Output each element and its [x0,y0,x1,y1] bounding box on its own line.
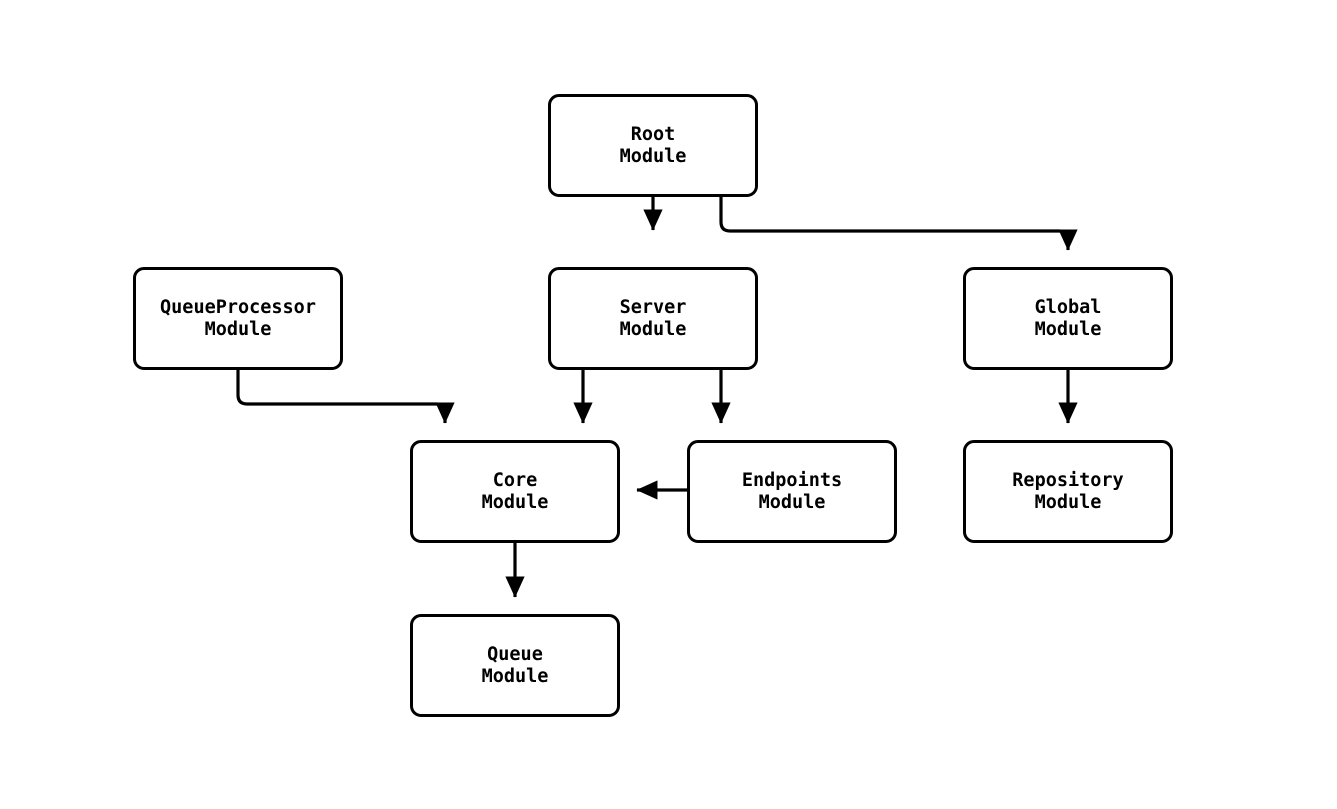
node-repository-line2: Module [1034,491,1102,513]
node-core-line1: Core [492,469,538,491]
node-global-line2: Module [1034,318,1102,340]
node-root[interactable]: Root Module [548,94,758,197]
edge-root-global [719,197,1078,251]
node-endpoints[interactable]: Endpoints Module [687,440,897,543]
node-server-line2: Module [619,318,687,340]
node-root-line2: Module [619,145,687,167]
node-queueprocessor-line2: Module [204,318,272,340]
edge-queueprocessor-core [236,370,455,424]
edges-group [236,197,1078,598]
node-root-line1: Root [630,123,676,145]
node-queueprocessor[interactable]: QueueProcessor Module [133,267,343,370]
node-global[interactable]: Global Module [963,267,1173,370]
node-core[interactable]: Core Module [410,440,620,543]
node-global-line1: Global [1034,296,1102,318]
node-repository[interactable]: Repository Module [963,440,1173,543]
node-server[interactable]: Server Module [548,267,758,370]
node-queue-line1: Queue [487,643,543,665]
node-endpoints-line2: Module [758,491,826,513]
node-queueprocessor-line1: QueueProcessor [160,296,316,318]
node-server-line1: Server [619,296,687,318]
node-queue-line2: Module [481,665,549,687]
node-endpoints-line1: Endpoints [741,469,843,491]
node-queue[interactable]: Queue Module [410,614,620,717]
node-repository-line1: Repository [1012,469,1124,491]
node-core-line2: Module [481,491,549,513]
